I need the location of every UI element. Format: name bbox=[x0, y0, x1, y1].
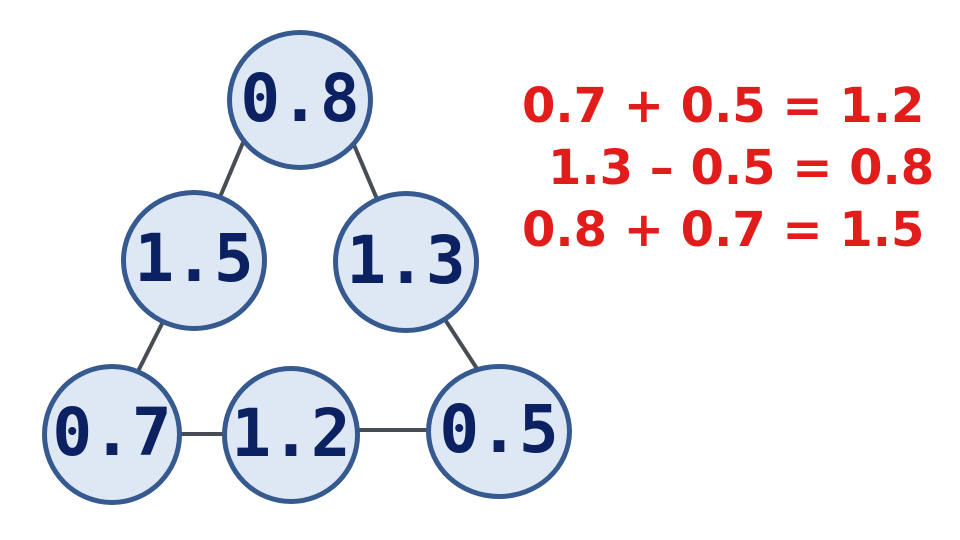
equation-list: 0.7 + 0.5 = 1.2 1.3 – 0.5 = 0.8 0.8 + 0.… bbox=[522, 75, 935, 261]
node-top: 0.8 bbox=[227, 30, 373, 170]
equation-1: 0.7 + 0.5 = 1.2 bbox=[522, 78, 925, 134]
node-bottom-right: 0.5 bbox=[426, 364, 572, 499]
node-middle-left-value: 1.5 bbox=[134, 220, 254, 297]
node-bottom-left: 0.7 bbox=[42, 364, 182, 505]
node-middle-left: 1.5 bbox=[121, 190, 267, 331]
node-bottom-right-value: 0.5 bbox=[439, 391, 559, 468]
node-bottom-middle: 1.2 bbox=[222, 366, 360, 504]
node-middle-right-value: 1.3 bbox=[346, 221, 466, 299]
node-bottom-left-value: 0.7 bbox=[52, 394, 172, 471]
node-bottom-middle-value: 1.2 bbox=[231, 394, 351, 472]
node-top-value: 0.8 bbox=[240, 59, 360, 137]
equation-3: 0.8 + 0.7 = 1.5 bbox=[522, 202, 925, 258]
node-middle-right: 1.3 bbox=[333, 191, 479, 333]
equation-2: 1.3 – 0.5 = 0.8 bbox=[548, 140, 935, 196]
